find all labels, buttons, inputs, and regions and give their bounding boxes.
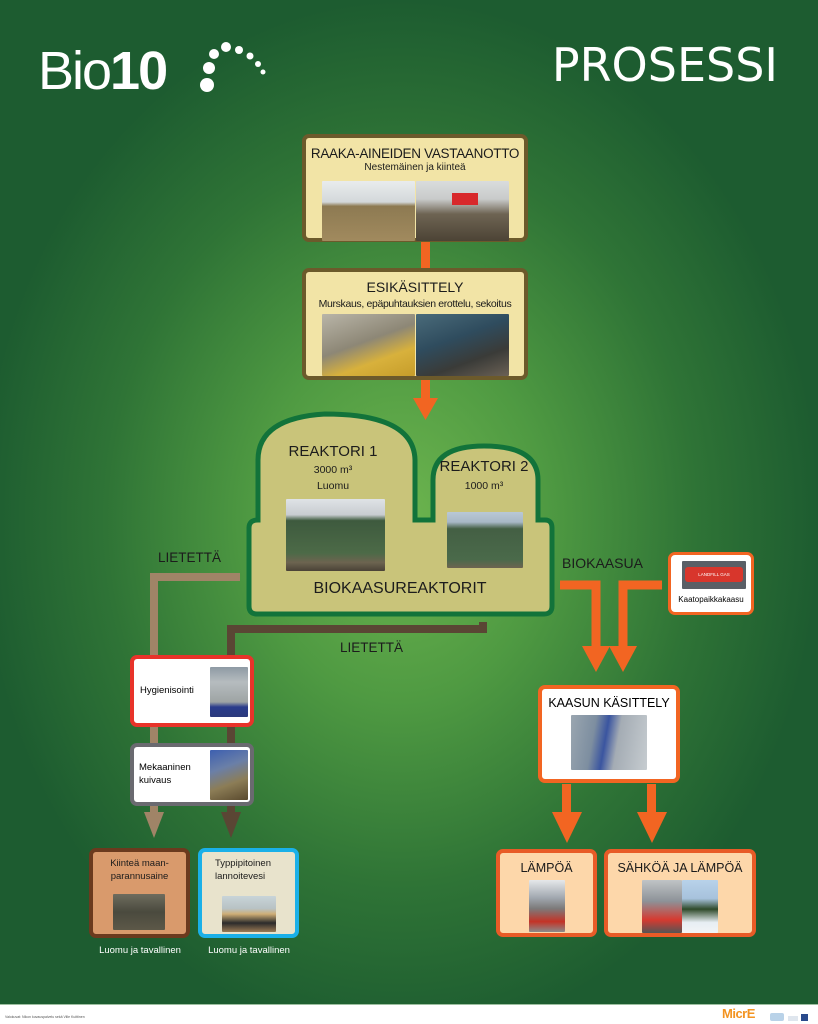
reactor1-title: REAKTORI 1	[288, 443, 378, 460]
landfill-gas-sign: LANDFILL GAS	[685, 567, 743, 582]
power-pole-photo	[682, 880, 718, 933]
drying-photo	[210, 750, 248, 800]
reactor1-photo	[286, 499, 385, 571]
reactor1-volume: 3000 m³	[313, 464, 353, 476]
arrow-down-icon	[413, 398, 438, 420]
pretreatment-subtitle: Murskaus, epäpuhtauksien erottelu, sekoi…	[318, 298, 512, 310]
partner-logo-icon	[788, 1016, 798, 1021]
arrow-down-icon	[221, 812, 241, 838]
fertilizer-truck-photo	[222, 896, 276, 932]
partner-logo-icon	[770, 1013, 784, 1021]
landfill-gas-line	[618, 580, 662, 650]
liquid-product-caption: Luomu ja tavallinen	[208, 945, 290, 956]
connector-gas-power	[647, 784, 656, 814]
step-intake: RAAKA-AINEIDEN VASTAANOTTO Nestemäinen j…	[302, 134, 528, 242]
solid-product-caption: Luomu ja tavallinen	[99, 945, 181, 956]
bio10-logo: Bio10	[38, 41, 168, 101]
chp-engine-photo	[642, 880, 682, 933]
digestate-label-left: LIETETTÄ	[158, 550, 222, 565]
soil-improver-photo	[113, 894, 165, 930]
intake-liquid-photo	[322, 181, 415, 241]
biogas-line	[560, 580, 601, 650]
arrow-down-icon	[582, 646, 610, 672]
step-pretreatment: ESIKÄSITTELY Murskaus, epäpuhtauksien er…	[302, 268, 528, 380]
micre-logo: MicrE	[722, 1006, 755, 1021]
gas-treatment-photo	[571, 715, 647, 770]
intake-solid-photo	[416, 181, 509, 241]
step-mechanical-drying: Mekaaninen kuivaus	[130, 743, 254, 806]
source-landfill-gas: LANDFILL GAS Kaatopaikkakaasu	[668, 552, 754, 615]
eu-flag-icon	[801, 1014, 808, 1021]
output-heat: LÄMPÖÄ	[496, 849, 597, 937]
product-nitrogen-water: Typpipitoinen lannoitevesi	[198, 848, 299, 938]
reactor2-volume: 1000 m³	[464, 480, 504, 492]
landfill-gas-photo: LANDFILL GAS	[682, 561, 746, 589]
reactor1-note: Luomu	[316, 480, 350, 492]
arrow-down-icon	[144, 812, 164, 838]
output-power-and-heat: SÄHKÖÄ JA LÄMPÖÄ	[604, 849, 756, 937]
arrow-down-icon	[637, 812, 667, 843]
arrow-down-icon	[609, 646, 637, 672]
footer: Valokuvat: Nikon kuvauspalvelu sekä Vill…	[0, 1004, 818, 1024]
page-title: PROSESSI	[551, 38, 778, 92]
logo-dots-icon	[200, 42, 266, 92]
biogas-label: BIOKAASUA	[562, 555, 643, 571]
step-hygienization: Hygienisointi	[130, 655, 254, 727]
step-gas-treatment: KAASUN KÄSITTELY	[538, 685, 680, 783]
reactor2-photo	[447, 512, 523, 568]
reactors-label: BIOKAASUREAKTORIT	[313, 580, 487, 597]
pretreatment-photo-1	[322, 314, 415, 376]
reactor2-title: REAKTORI 2	[439, 458, 529, 475]
arrow-down-icon	[552, 812, 582, 843]
hygienization-photo	[210, 667, 248, 717]
connector-pretreatment-reactor	[421, 380, 430, 402]
digestate-label-bottom: LIETETTÄ	[340, 640, 404, 655]
digestate-line-left	[150, 573, 240, 815]
connector-intake-pretreatment	[421, 241, 430, 269]
connector-gas-heat	[562, 784, 571, 814]
pretreatment-photo-2	[416, 314, 509, 376]
photo-credits: Valokuvat: Nikon kuvauspalvelu sekä Vill…	[5, 1015, 85, 1019]
grab-bucket-shape	[452, 193, 478, 205]
product-solid-soil-improver: Kiinteä maan-parannusaine	[89, 848, 190, 938]
heat-boiler-photo	[529, 880, 565, 932]
